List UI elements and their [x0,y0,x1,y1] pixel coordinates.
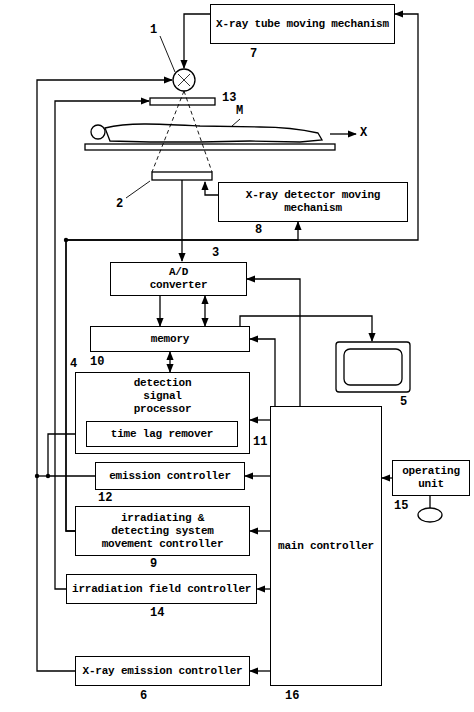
connector-arrow [159,296,160,326]
patient-body [105,124,322,142]
process-box: X-ray tube moving mechanism [210,4,395,44]
box-label: memory [151,333,189,346]
connector-arrow [257,588,270,589]
connector-arrow [204,296,205,326]
connector-arrow [66,222,298,531]
box-label: X-ray tube moving mechanism [216,18,389,31]
connector-arrow [245,475,270,476]
connector-arrow [382,477,392,478]
callout-number: M [236,105,243,118]
process-box: irradiating & detecting system movement … [75,506,250,556]
connector-arrow [250,339,275,406]
callout-number: 10 [90,356,104,369]
leader-line [160,36,175,72]
callout-number: 4 [70,358,77,371]
box-label: time lag remover [111,428,213,441]
callout-number: 8 [255,224,262,237]
connector-arrow [250,530,270,531]
junction-dot [35,474,39,478]
process-box: memory [90,326,250,352]
callout-number: X [360,127,367,140]
box-label: detection signal processor [118,377,208,416]
process-box: irradiation field controller [66,574,257,604]
connector-arrow [250,419,270,420]
box-label: emission controller [109,470,231,483]
process-box: emission controller [95,462,245,490]
connector-arrow [169,352,170,372]
callout-number: 7 [250,48,257,61]
callout-number: 14 [150,607,164,620]
box-label: X-ray emission controller [82,665,242,678]
callout-number: 3 [212,247,219,260]
callout-number: 11 [253,436,267,449]
patient-head [91,125,105,139]
tube-mark [178,74,190,86]
box-label: A/D converter [139,266,219,292]
callout-number: 6 [140,690,147,703]
leader-line [126,181,150,198]
x-ray-tube [173,69,195,91]
box-label: irradiation field controller [72,583,251,596]
process-box: time lag remover detection signal process… [75,372,250,454]
callout-number: 2 [116,198,123,211]
display-wire [240,316,372,341]
connector-arrow [247,279,300,406]
callout-number: 13 [222,92,236,105]
x-ray-beam [152,91,212,172]
callout-number: 1 [150,24,157,37]
x-ray-detector [152,172,212,180]
leader-line [232,119,240,126]
callout-number: 15 [394,500,408,513]
monitor-screen [344,349,402,385]
callout-number: 9 [150,558,157,571]
signal-wire [181,180,182,261]
monitor [336,342,410,392]
box-label: main controller [278,540,374,553]
process-box: X-ray emission controller [75,656,250,686]
collimator [150,98,215,105]
process-box: A/D converter [110,262,247,296]
connector-arrow [250,670,270,671]
axis-arrow [330,133,356,134]
process-box: time lag remover [86,421,238,447]
process-box: main controller [270,406,382,686]
process-box: operating unit [392,460,470,496]
process-box: X-ray detector moving mechanism [218,182,408,222]
mouse-cord [429,496,430,508]
callout-number: 16 [285,690,299,703]
table [85,144,335,150]
drive-link [184,14,210,68]
mouse [418,508,442,522]
callout-number: 5 [400,396,407,409]
callout-number: 12 [98,492,112,505]
box-label: operating unit [398,465,464,491]
box-label: X-ray detector moving mechanism [219,189,407,215]
box-label: irradiating & detecting system movement … [95,512,230,551]
